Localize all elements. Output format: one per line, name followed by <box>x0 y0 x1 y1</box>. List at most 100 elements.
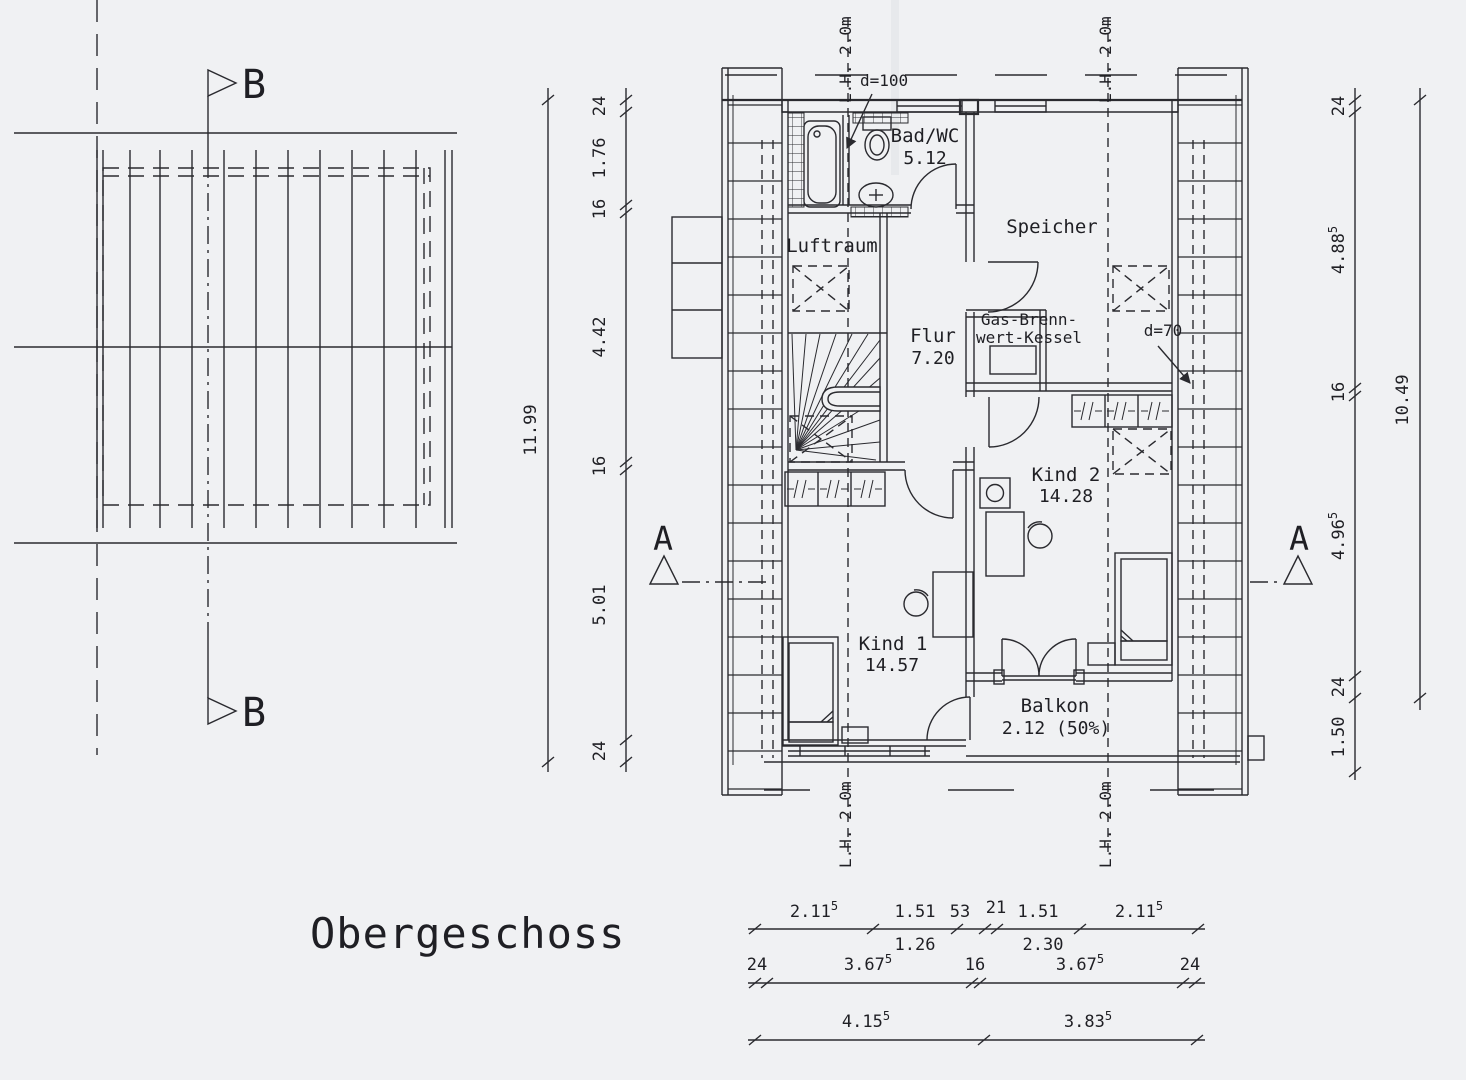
boiler <box>989 345 1037 375</box>
dim-chain-bottom2: 24 3.675 16 3.675 24 <box>747 952 1205 989</box>
chimney-duct <box>979 477 1011 509</box>
label-kind2-area: 14.28 <box>1039 486 1093 507</box>
dim-chain-right: 24 4.885 16 4.965 24 1.50 10.49 <box>1326 88 1427 780</box>
wardrobe-kind1 <box>784 471 886 507</box>
dim-b1-1: 1.51 <box>895 902 936 922</box>
tiled-wall <box>787 112 805 208</box>
wardrobe-kind2 <box>1071 394 1173 428</box>
roof-plan: B B <box>14 0 457 755</box>
tiled-strip-top <box>852 112 909 124</box>
dim-b3-0: 4.155 <box>842 1009 890 1032</box>
balkon <box>764 638 1265 763</box>
floor-plan <box>721 18 1265 858</box>
dim-chain-left: 24 1.76 16 4.42 16 5.01 24 11.99 <box>521 88 633 772</box>
neighbor-stair-box <box>671 216 723 359</box>
lh-label-bottom-right: L.H. 2.0m <box>1096 781 1115 868</box>
dim-right-2: 16 <box>1329 382 1349 402</box>
dim-left-2: 16 <box>590 199 610 219</box>
label-speicher: Speicher <box>1006 216 1098 238</box>
dim-b3-1: 3.835 <box>1064 1009 1112 1032</box>
section-marker-b-top: B <box>207 62 266 108</box>
dim-left-total: 11.99 <box>521 404 541 455</box>
dim-chain-bottom1: 2.115 1.51 53 21 1.51 2.115 1.26 2.30 <box>748 898 1205 955</box>
room-labels: Bad/WC 5.12 Luftraum Speicher Flur 7.20 … <box>786 125 1110 739</box>
dim-right-3: 4.965 <box>1326 512 1349 560</box>
label-bad-wc: Bad/WC <box>891 125 960 147</box>
party-wall-left <box>721 67 783 796</box>
bed-kind1 <box>782 636 869 746</box>
dim-left-6: 24 <box>590 741 610 761</box>
nightstand-kind2 <box>1087 642 1116 666</box>
roof-eaves-bottom <box>14 542 457 544</box>
party-wall-right <box>1177 67 1249 796</box>
lh-label-bottom-left: L.H. 2.0m <box>836 781 855 868</box>
dim-b1-3: 21 <box>986 898 1006 918</box>
gas-room <box>966 309 1047 391</box>
wall-flur-kind1 <box>788 461 974 471</box>
label-balkon-area: 2.12 (50%) <box>1002 718 1110 739</box>
label-d70: d=70 <box>1144 321 1183 340</box>
dim-right-0: 24 <box>1329 96 1349 116</box>
dim-left-0: 24 <box>590 96 610 116</box>
dim-b1-4: 1.51 <box>1018 902 1059 922</box>
label-kind1: Kind 1 <box>859 633 928 655</box>
balcony-divider <box>1247 735 1265 761</box>
label-gas-line2: wert-Kessel <box>976 328 1082 347</box>
dim-b1-2: 53 <box>950 902 970 922</box>
nightstand-kind1 <box>841 726 869 744</box>
toilet <box>862 116 892 161</box>
label-luftraum: Luftraum <box>786 235 878 257</box>
skylight-kind2 <box>1112 428 1172 475</box>
lh-label-top-right: L.H. 2.0m <box>1096 16 1115 103</box>
dim-b1-0: 2.115 <box>790 899 838 922</box>
label-bad-wc-area: 5.12 <box>903 148 946 169</box>
dim-b1-sub1: 2.30 <box>1023 935 1064 955</box>
bad-wc-room <box>787 112 974 218</box>
wall-kind2-balkon <box>966 669 1172 685</box>
label-kind1-area: 14.57 <box>865 655 919 676</box>
bathtub <box>803 120 841 208</box>
d100-arrow <box>846 93 873 150</box>
dim-right-total: 10.49 <box>1393 374 1413 425</box>
section-label-b-bottom: B <box>242 690 266 736</box>
balcony-double-door <box>1001 638 1077 677</box>
label-flur-area: 7.20 <box>911 348 954 369</box>
speicher-room <box>987 261 1170 313</box>
dim-b2-3: 3.675 <box>1056 952 1104 975</box>
bottom-wall-kind1 <box>782 739 966 757</box>
kind2-room <box>979 394 1173 666</box>
kind2-door <box>988 396 1040 448</box>
stairs <box>788 213 888 463</box>
bad-wc-door <box>910 163 957 210</box>
section-marker-a-left: A <box>648 519 772 585</box>
d70-arrow <box>1157 345 1191 384</box>
roof-joists <box>96 150 453 528</box>
luftraum <box>792 265 850 312</box>
roof-footprint-dashed <box>102 167 431 506</box>
dim-right-1: 4.885 <box>1326 226 1349 274</box>
skylight-speicher <box>1112 265 1170 312</box>
stair-handrail <box>821 386 881 412</box>
label-balkon: Balkon <box>1021 695 1090 717</box>
stair-handrail-inner <box>827 391 880 407</box>
kind1-balcony-door <box>926 696 971 741</box>
dim-b2-0: 24 <box>747 955 767 975</box>
roof-eaves-top <box>14 132 457 134</box>
sheet-title: Obergeschoss <box>310 909 625 958</box>
label-gas-line1: Gas-Brenn- <box>981 310 1077 329</box>
desk-kind2 <box>985 511 1053 577</box>
kind1-room <box>782 471 974 746</box>
dim-left-5: 5.01 <box>590 585 610 626</box>
desk-kind1 <box>903 571 974 638</box>
dim-right-4: 24 <box>1329 677 1349 697</box>
dim-b2-2: 16 <box>965 955 985 975</box>
label-d100: d=100 <box>860 71 908 90</box>
dim-right-5: 1.50 <box>1329 717 1349 758</box>
section-label-a-left: A <box>653 519 673 558</box>
annotations: d=100 d=70 L.H. 2.0m L.H. 2.0m L.H. 2.0m… <box>648 16 1314 868</box>
dim-b2-4: 24 <box>1180 955 1200 975</box>
kind1-door <box>904 469 954 519</box>
wall-speicher-kind2 <box>966 382 1172 392</box>
